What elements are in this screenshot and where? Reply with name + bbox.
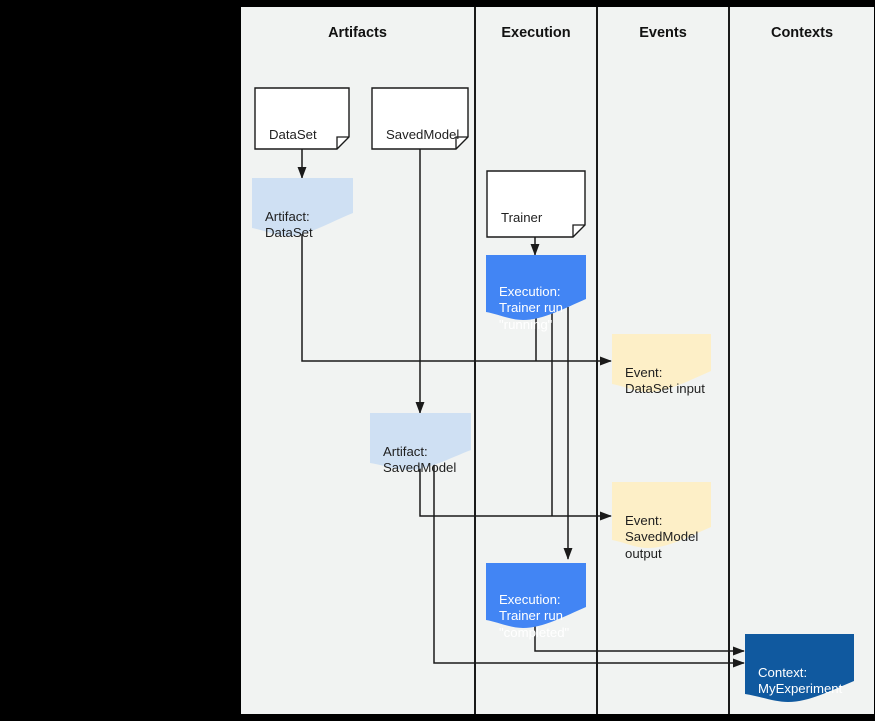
- node-artifact-dataset[interactable]: Artifact: DataSet: [252, 178, 353, 241]
- node-label-artifact-dataset: Artifact: DataSet: [265, 208, 313, 241]
- node-label-event-savedmodel-output: Event: SavedModel output: [625, 512, 699, 561]
- node-label-artifact-savedmodel: Artifact: SavedModel: [383, 443, 457, 476]
- node-event-dataset-input[interactable]: Event: DataSet input: [612, 334, 711, 397]
- node-label-trainer-type: Trainer: [501, 209, 543, 225]
- node-execution-completed[interactable]: Execution: Trainer run "completed": [486, 561, 586, 640]
- lane-title-execution: Execution: [501, 25, 571, 41]
- node-savedmodel-type[interactable]: SavedModel: [372, 88, 468, 149]
- lane-divider-execution-events: [596, 7, 598, 714]
- node-label-context-myexperiment: Context: MyExperiment: [758, 664, 843, 697]
- lane-title-events: Events: [639, 25, 687, 41]
- lane-divider-artifacts-execution: [474, 7, 476, 714]
- node-label-execution-completed: Execution: Trainer run "completed": [499, 591, 570, 640]
- node-label-savedmodel-type: SavedModel: [386, 126, 460, 142]
- node-event-savedmodel-output[interactable]: Event: SavedModel output: [612, 482, 711, 561]
- node-dataset-type[interactable]: DataSet: [255, 88, 349, 149]
- lane-title-artifacts: Artifacts: [328, 25, 387, 41]
- node-label-dataset-type: DataSet: [269, 126, 317, 142]
- lane-title-contexts: Contexts: [770, 25, 834, 41]
- node-context-myexperiment[interactable]: Context: MyExperiment: [745, 634, 854, 702]
- node-artifact-savedmodel[interactable]: Artifact: SavedModel: [370, 413, 471, 476]
- node-label-event-dataset-input: Event: DataSet input: [625, 364, 705, 397]
- lane-divider-events-contexts: [728, 7, 730, 714]
- node-label-execution-running: Execution: Trainer run "running": [499, 283, 564, 332]
- node-execution-running[interactable]: Execution: Trainer run "running": [486, 253, 586, 332]
- node-trainer-type[interactable]: Trainer: [487, 171, 585, 237]
